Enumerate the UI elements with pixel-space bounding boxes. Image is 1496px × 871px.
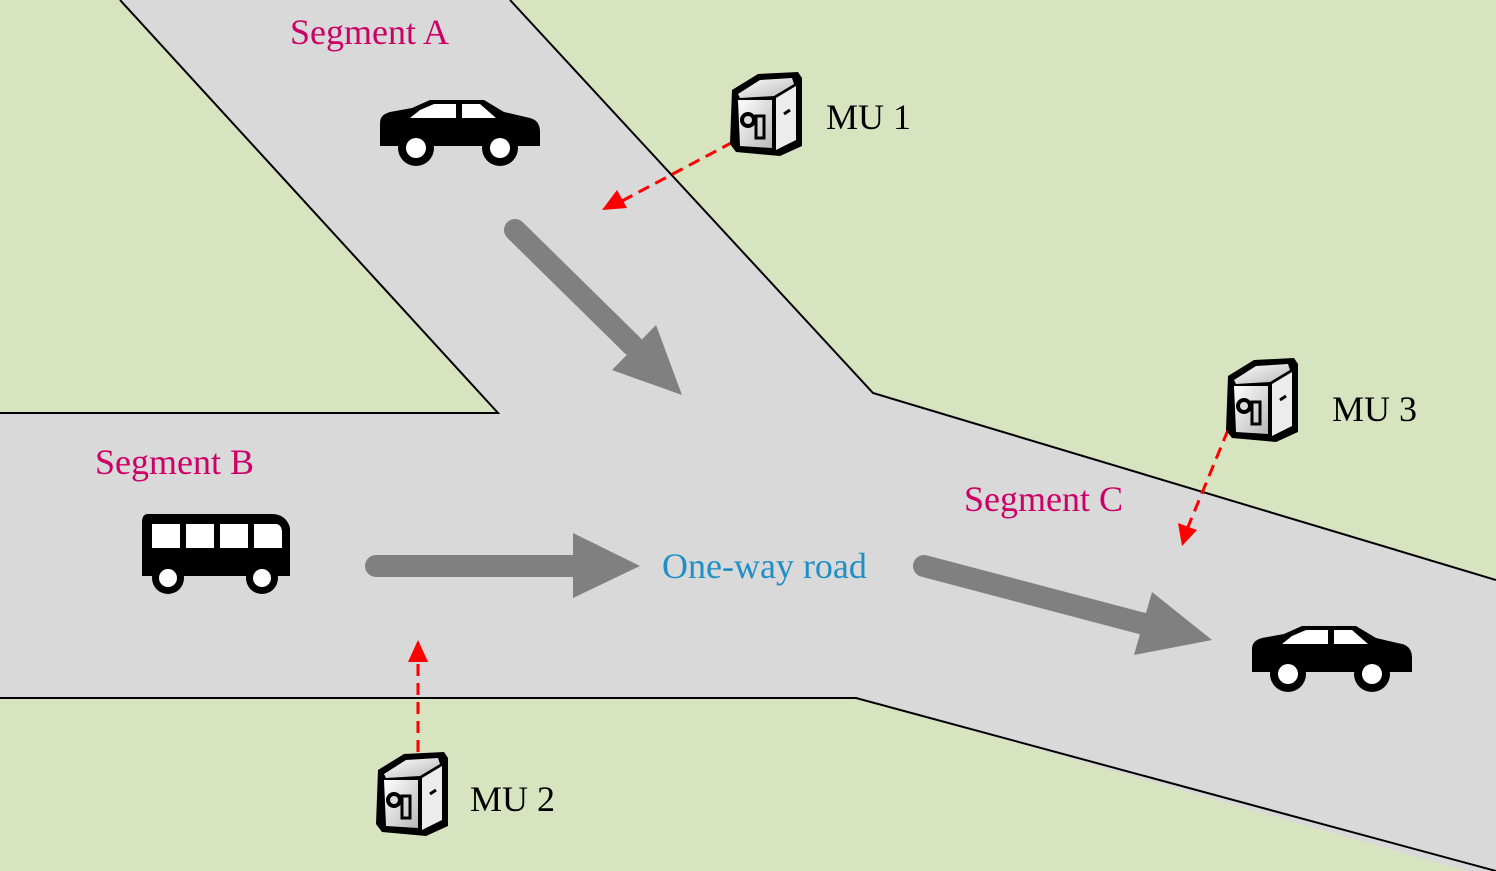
road-edge-a-upper	[509, 0, 1496, 581]
segment-c-label: Segment C	[964, 479, 1123, 519]
flow-arrows	[365, 219, 1212, 655]
segment-b-label: Segment B	[95, 442, 254, 482]
flow-arrow-a	[504, 219, 682, 395]
flow-arrow-b	[365, 533, 640, 598]
sensing-arrow-mu2	[408, 640, 428, 752]
mu1-label: MU 1	[826, 97, 911, 137]
camera-icon	[1224, 356, 1300, 444]
road-edge-a-lower	[0, 0, 501, 414]
sensing-arrow-mu3	[1178, 429, 1230, 546]
mu3-label: MU 3	[1332, 389, 1417, 429]
flow-arrow-c	[913, 555, 1212, 655]
camera-icon	[728, 70, 804, 158]
segment-a-label: Segment A	[290, 12, 449, 52]
sensing-arrow-mu1	[602, 140, 734, 210]
camera-icon	[374, 750, 450, 838]
road-edge-bottom	[0, 697, 1496, 871]
road-label: One-way road	[662, 546, 867, 586]
sensing-arrows	[408, 140, 1230, 752]
mu2-label: MU 2	[470, 779, 555, 819]
